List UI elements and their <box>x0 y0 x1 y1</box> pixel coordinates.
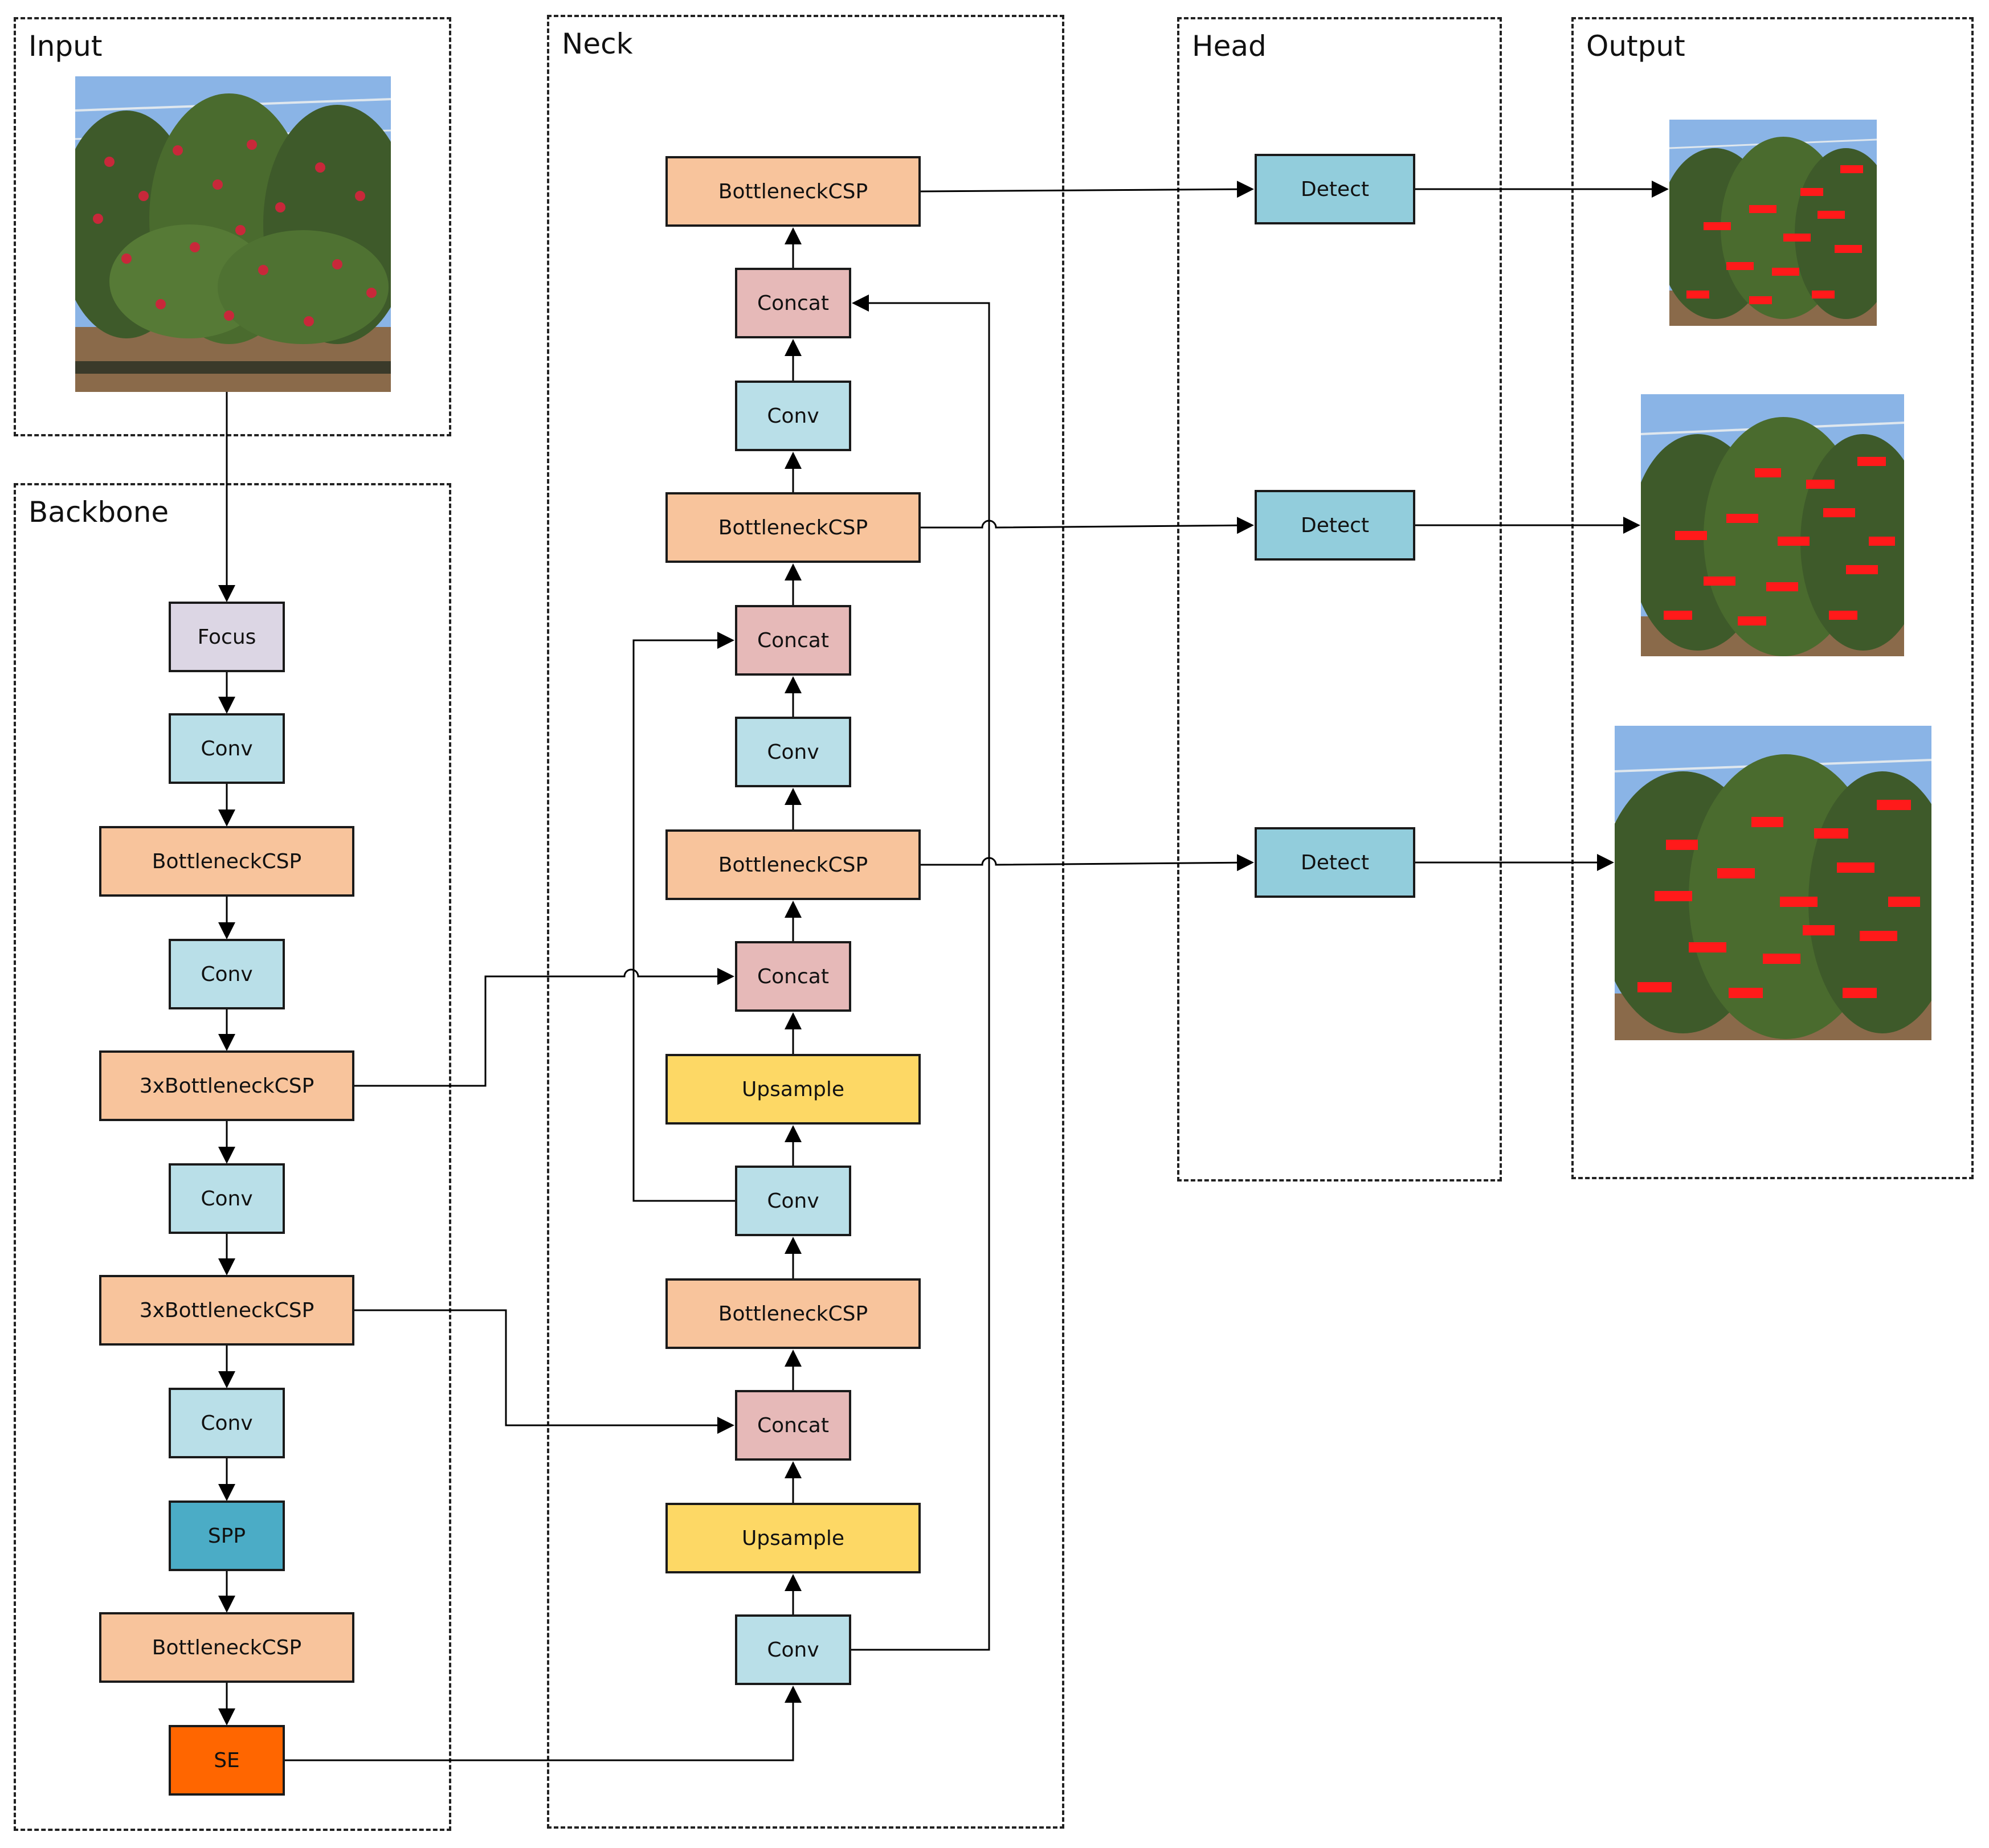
head-detect-block-1: Detect <box>1255 154 1415 224</box>
neck-bottleneckcsp-block-mid2: BottleneckCSP <box>665 829 921 900</box>
arrow-csp-top-to-detect1 <box>920 181 1254 198</box>
neck-concat-block-1: Concat <box>735 268 851 338</box>
backbone-focus-block: Focus <box>169 602 285 672</box>
arrow-csp3a-to-concat3 <box>354 968 734 1087</box>
head-section: Head <box>1177 17 1502 1181</box>
output-section-title: Output <box>1586 30 1685 63</box>
input-section: Input <box>14 17 451 436</box>
backbone-conv-block-3: Conv <box>169 1163 285 1234</box>
head-detect-block-2: Detect <box>1255 490 1415 561</box>
neck-concat-block-2: Concat <box>735 605 851 676</box>
head-detect-block-3: Detect <box>1255 827 1415 898</box>
arrow-conv-d-to-concat1 <box>851 295 990 1651</box>
backbone-conv-block-1: Conv <box>169 713 285 784</box>
output-detection-picture-3 <box>1615 726 1931 1040</box>
neck-conv-block-a: Conv <box>735 381 851 451</box>
arrow-csp-mid1-to-detect2 <box>921 517 1254 534</box>
backbone-section: Backbone <box>14 483 451 1831</box>
neck-conv-block-d: Conv <box>735 1614 851 1685</box>
output-detection-image-3 <box>1615 726 1931 1040</box>
arrow-csp-mid2-to-detect3 <box>921 854 1254 872</box>
neck-concat-block-3: Concat <box>735 941 851 1012</box>
neck-bottleneckcsp-block-mid1: BottleneckCSP <box>665 492 921 563</box>
arrow-csp3b-to-concat4 <box>354 1309 734 1434</box>
backbone-3xbottleneckcsp-block-2: 3xBottleneckCSP <box>99 1275 354 1346</box>
backbone-3xbottleneckcsp-block-1: 3xBottleneckCSP <box>99 1050 354 1121</box>
neck-upsample-block-2: Upsample <box>665 1503 921 1573</box>
arrow-se-to-neck-conv-d <box>285 1686 802 1761</box>
backbone-section-title: Backbone <box>28 496 169 529</box>
backbone-se-block: SE <box>169 1725 285 1796</box>
neck-concat-block-4: Concat <box>735 1390 851 1461</box>
neck-bottleneckcsp-block-low: BottleneckCSP <box>665 1278 921 1349</box>
output-detection-picture-2 <box>1641 394 1904 656</box>
neck-conv-block-c: Conv <box>735 1166 851 1236</box>
backbone-bottleneckcsp-block-2: BottleneckCSP <box>99 1612 354 1683</box>
output-detection-image-1 <box>1669 120 1877 326</box>
neck-section-title: Neck <box>562 27 633 60</box>
neck-upsample-block-1: Upsample <box>665 1054 921 1125</box>
input-orchard-picture <box>75 76 391 392</box>
backbone-bottleneckcsp-block-1: BottleneckCSP <box>99 826 354 897</box>
neck-section: Neck <box>547 15 1064 1829</box>
neck-conv-block-b: Conv <box>735 717 851 787</box>
input-orchard-image <box>75 76 391 392</box>
output-detection-image-2 <box>1641 394 1904 656</box>
backbone-conv-block-4: Conv <box>169 1388 285 1458</box>
output-section: Output <box>1571 17 1974 1179</box>
backbone-conv-block-2: Conv <box>169 939 285 1009</box>
neck-bottleneckcsp-block-top: BottleneckCSP <box>665 156 921 227</box>
backbone-spp-block: SPP <box>169 1501 285 1571</box>
output-detection-picture-1 <box>1669 120 1877 326</box>
head-section-title: Head <box>1192 30 1267 63</box>
input-section-title: Input <box>28 30 103 63</box>
arrow-conv-c-to-concat2 <box>632 632 735 1202</box>
